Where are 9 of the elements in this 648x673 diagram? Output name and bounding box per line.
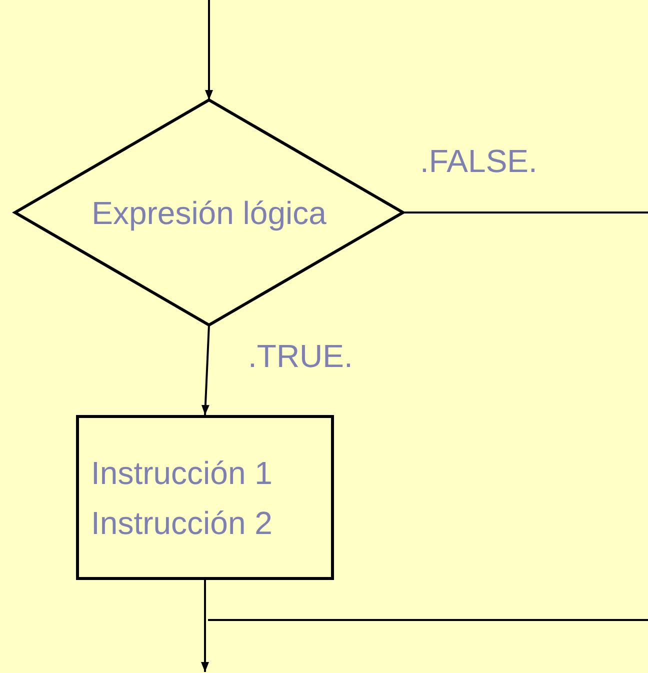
connector-line bbox=[403, 212, 648, 214]
arrow bbox=[201, 324, 210, 416]
condition-text: Expresión lógica bbox=[92, 194, 326, 233]
decision-diamond bbox=[12, 98, 406, 327]
arrow bbox=[205, 0, 213, 100]
process-box bbox=[76, 415, 334, 580]
arrow bbox=[201, 580, 209, 672]
instruction-text: Instrucción 2 bbox=[91, 504, 272, 542]
instruction-text: Instrucción 1 bbox=[91, 454, 272, 492]
